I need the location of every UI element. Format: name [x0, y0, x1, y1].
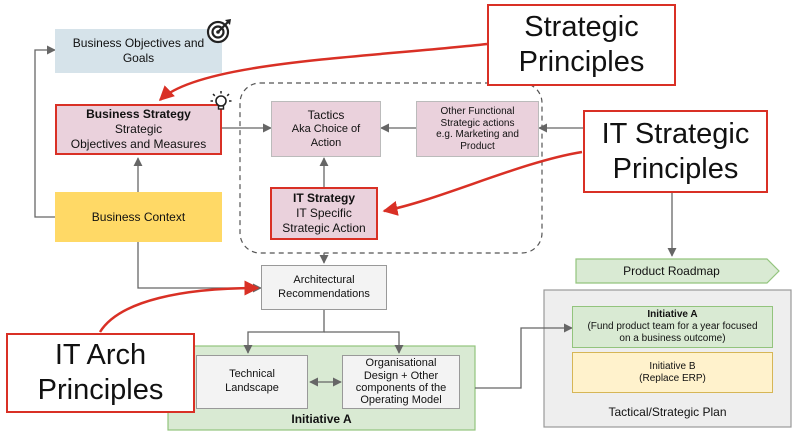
organisational-design-line-3: components of the [355, 382, 447, 394]
technical-landscape-box: Technical Landscape [196, 355, 308, 409]
it-strategic-principles-callout: IT Strategic Principles [583, 110, 768, 193]
architectural-recommendations-line-2: Recommendations [278, 287, 370, 300]
plan-initiative-a-line-1: (Fund product team for a year focused [587, 321, 758, 332]
business-strategy-title: Business Strategy [86, 107, 191, 121]
plan-initiative-b-line-2: (Replace ERP) [639, 372, 706, 384]
other-functional-line-1: Other Functional [440, 106, 515, 117]
tactics-line-1: Tactics [307, 107, 345, 122]
organisational-design-line-4: Operating Model [360, 394, 442, 407]
organisational-design-box: Organisational Design + Other components… [342, 355, 460, 409]
business-strategy-line-2: Objectives and Measures [70, 137, 207, 151]
plan-initiative-b-box: Initiative B (Replace ERP) [572, 352, 773, 393]
organisational-design-line-2: Design + Other [363, 369, 439, 382]
product-roadmap-label: Product Roadmap [623, 263, 720, 278]
it-strategy-box: IT Strategy IT Specific Strategic Action [270, 187, 378, 240]
it-strategy-title: IT Strategy [292, 191, 355, 205]
technical-landscape-line-1: Technical [229, 368, 275, 381]
business-objectives-line-2: Goals [122, 51, 155, 65]
arch-to-org-design-connector [324, 331, 404, 354]
plan-initiative-a-line-2: on a business outcome) [619, 333, 726, 344]
tactics-box: Tactics Aka Choice of Action [271, 101, 381, 157]
plan-initiative-a-box: Initiative A (Fund product team for a ye… [572, 306, 773, 348]
strategic-principles-to-strategy-arrow [158, 42, 488, 102]
business-strategy-box: Business Strategy Strategic Objectives a… [55, 104, 222, 155]
other-functional-line-3: e.g. Marketing and [436, 129, 519, 140]
context-to-arch-connector [137, 242, 262, 293]
technical-landscape-line-2: Landscape [225, 382, 279, 394]
plan-initiative-a-title: Initiative A [647, 309, 698, 320]
other-functional-box: Other Functional Strategic actions e.g. … [416, 101, 539, 157]
product-roadmap-shape [575, 258, 780, 284]
it-strategic-principles-line-1: IT Strategic [601, 117, 750, 150]
business-context-label: Business Context [91, 209, 186, 224]
initiative-a-group-label: Initiative A [291, 411, 352, 426]
it-arch-principles-to-arch-arrow [98, 280, 260, 333]
strategy-dashed-boundary [239, 82, 543, 254]
context-to-objectives-connector [34, 45, 56, 218]
other-functional-line-2: Strategic actions [440, 117, 515, 129]
strategic-principles-line-1: Strategic [524, 11, 639, 44]
business-objectives-line-1: Business Objectives and [72, 36, 205, 50]
tactics-line-2: Aka Choice of [291, 122, 361, 135]
strategic-principles-callout: Strategic Principles [487, 4, 676, 86]
tactics-line-3: Action [310, 136, 342, 149]
business-objectives-box: Business Objectives and Goals [55, 29, 222, 73]
it-arch-principles-line-2: Principles [37, 374, 164, 406]
plan-initiative-b-line-1: Initiative B [649, 360, 696, 372]
architectural-recommendations-line-1: Architectural [293, 273, 355, 286]
it-strategy-line-2: Strategic Action [282, 221, 366, 235]
business-context-box: Business Context [55, 192, 222, 242]
initiative-to-plan-connector [475, 323, 573, 389]
target-icon [206, 19, 231, 44]
it-strategic-principles-to-it-strategy-arrow [382, 150, 583, 216]
strategic-principles-line-2: Principles [518, 46, 645, 78]
it-strategy-line-1: IT Specific [296, 206, 352, 220]
arch-to-initiative-connector [243, 310, 325, 354]
other-functional-line-4: Product [460, 140, 495, 152]
organisational-design-line-1: Organisational [365, 357, 437, 370]
it-strategic-principles-line-2: Principles [612, 152, 739, 185]
architectural-recommendations-box: Architectural Recommendations [261, 265, 387, 310]
business-strategy-line-1: Strategic [114, 122, 163, 136]
lightbulb-icon [210, 91, 232, 110]
it-arch-principles-line-1: IT Arch [54, 339, 147, 372]
tactical-strategic-plan-label: Tactical/Strategic Plan [608, 404, 727, 419]
it-arch-principles-callout: IT Arch Principles [6, 333, 195, 413]
